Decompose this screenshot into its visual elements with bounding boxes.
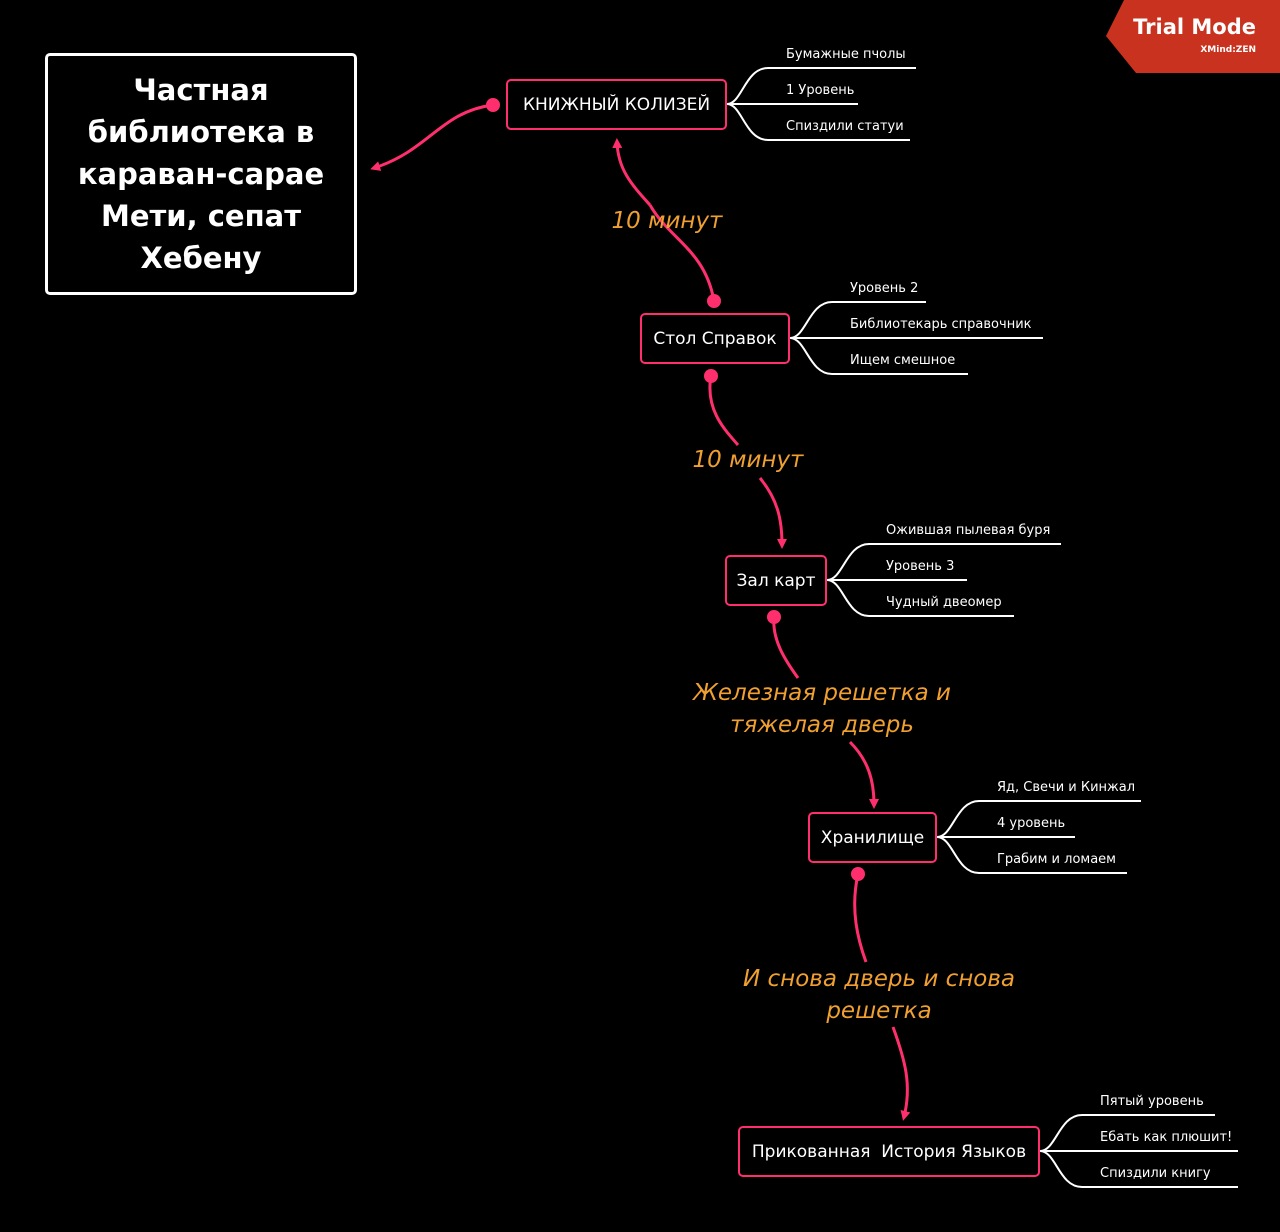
topic-label: Хранилище [820, 827, 925, 848]
trial-mode-title: Trial Mode [1133, 15, 1256, 39]
edge-label-line: 10 минут [611, 208, 723, 234]
trial-mode-badge[interactable]: Trial Mode XMind:ZEN [1106, 0, 1280, 73]
connector-stol-to-zal [708, 375, 740, 446]
branch-group-last [1039, 1114, 1238, 1188]
subtopic[interactable]: 1 Уровень [786, 83, 855, 98]
edge-label[interactable]: 10 минут [668, 444, 828, 476]
root-topic[interactable]: Частная библиотека в караван-сарае Мети,… [45, 53, 357, 295]
edge-label-line: Железная решетка и [693, 680, 951, 706]
connector-hranilishche-to-last [853, 873, 868, 963]
topic-colosseum[interactable]: КНИЖНЫЙ КОЛИЗЕЙ [506, 79, 727, 130]
branch-group-colosseum [726, 67, 916, 141]
trial-badge-shape [1106, 0, 1280, 73]
connector-stol-to-colosseum [648, 204, 716, 302]
subtopic[interactable]: Бумажные пчолы [786, 47, 906, 62]
connector-zal-to-hranilishche-end [848, 740, 879, 809]
trial-mode-brand: XMind:ZEN [1200, 45, 1256, 55]
subtopic[interactable]: Ожившая пылевая буря [886, 523, 1051, 538]
topic-zal-kart[interactable]: Зал карт [725, 555, 827, 606]
connector-hranilishche-to-last-end [891, 1026, 911, 1121]
subtopic[interactable]: Спиздили книгу [1100, 1166, 1211, 1181]
subtopic[interactable]: Яд, Свечи и Кинжал [997, 780, 1136, 795]
edge-label[interactable]: Железная решетка и тяжелая дверь [672, 677, 972, 741]
subtopic[interactable]: Уровень 2 [850, 281, 919, 296]
connector-stol-to-colosseum-end [612, 138, 652, 207]
subtopic[interactable]: Пятый уровень [1100, 1094, 1204, 1109]
topic-label: КНИЖНЫЙ КОЛИЗЕЙ [522, 94, 711, 115]
connector-colosseum-to-root [370, 103, 494, 171]
subtopic[interactable]: Ебать как плюшит! [1100, 1130, 1233, 1145]
branch-group-hranilishche [936, 800, 1141, 874]
subtopic[interactable]: Библиотекарь справочник [850, 317, 1032, 332]
subtopic[interactable]: 4 уровень [997, 816, 1066, 831]
connector-stol-to-zal-end [758, 477, 787, 549]
topic-label: Прикованная История Языков [751, 1141, 1027, 1162]
connector-zal-to-hranilishche [772, 616, 800, 679]
topic-label: Зал карт [736, 570, 816, 591]
topic-stol-spravok[interactable]: Стол Справок [640, 313, 790, 364]
edge-label-line: 10 минут [692, 447, 804, 473]
topic-label: Стол Справок [653, 328, 777, 349]
edge-label-line: И снова дверь и снова [743, 966, 1015, 992]
topic-hranilishche[interactable]: Хранилище [808, 812, 937, 863]
edge-label[interactable]: И снова дверь и снова решетка [724, 963, 1034, 1027]
subtopic[interactable]: Спиздили статуи [786, 119, 904, 134]
root-topic-title: Частная библиотека в караван-сарае Мети,… [77, 73, 325, 275]
branch-group-stol [789, 301, 1043, 375]
edge-label-line: тяжелая дверь [730, 712, 914, 738]
subtopic[interactable]: Чудный двеомер [886, 595, 1002, 610]
edge-label[interactable]: 10 минут [587, 205, 747, 237]
subtopic[interactable]: Уровень 3 [886, 559, 955, 574]
edge-label-line: решетка [826, 998, 932, 1024]
subtopic[interactable]: Грабим и ломаем [997, 852, 1116, 867]
topic-prikovannaya[interactable]: Прикованная История Языков [738, 1126, 1040, 1177]
branch-group-zal [826, 543, 1061, 617]
subtopic[interactable]: Ищем смешное [850, 353, 956, 368]
